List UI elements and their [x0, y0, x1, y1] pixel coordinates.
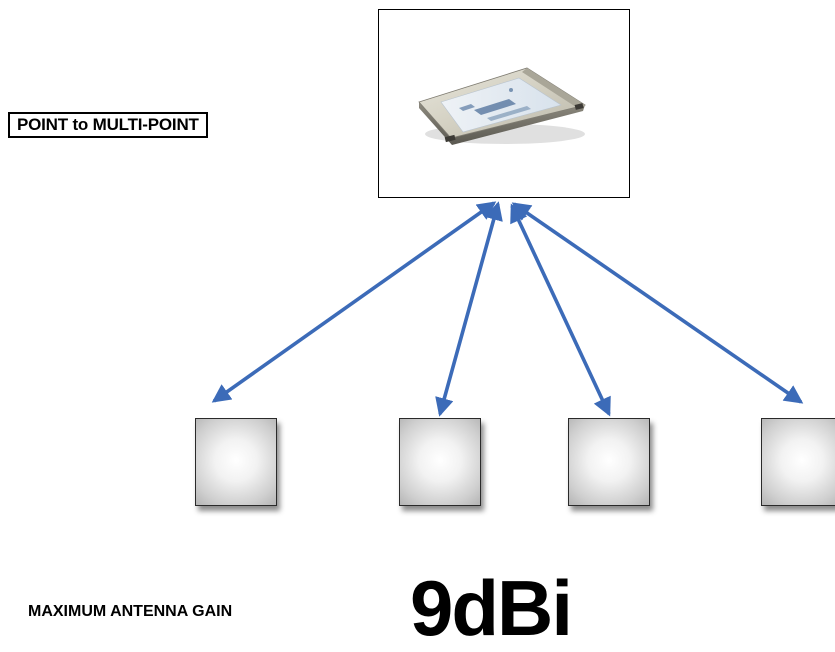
- access-point-box: [378, 9, 630, 198]
- link-arrow-4: [511, 202, 804, 404]
- client-node-1: [195, 418, 277, 506]
- gain-label: MAXIMUM ANTENNA GAIN: [28, 603, 233, 620]
- diagram-title: POINT to MULTI-POINT: [8, 112, 208, 138]
- client-node-2: [399, 418, 481, 506]
- pc-card-wireless-adapter-icon: [418, 67, 587, 145]
- gain-value: 9dBi: [410, 564, 573, 652]
- link-arrow-2: [435, 201, 503, 417]
- client-node-3: [568, 418, 650, 506]
- client-node-4: [761, 418, 835, 506]
